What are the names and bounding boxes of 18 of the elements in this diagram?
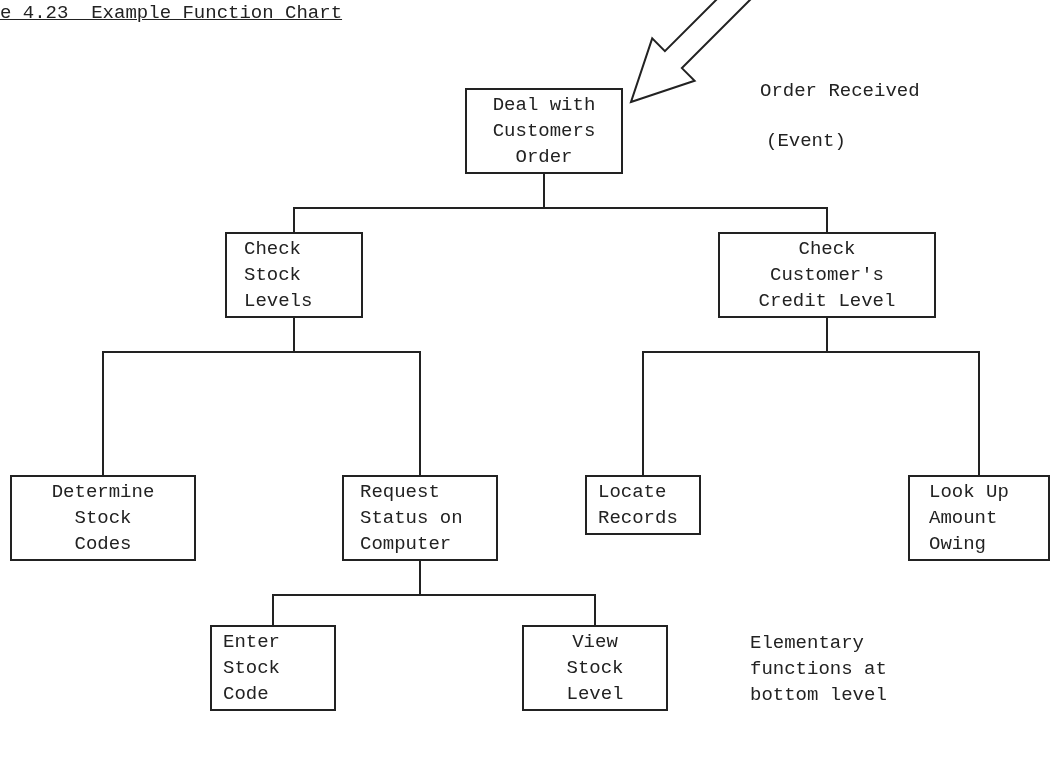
function-box: Enter Stock Code bbox=[210, 625, 336, 711]
function-box: Check Customer's Credit Level bbox=[718, 232, 936, 318]
annotation-text: Elementary functions at bottom level bbox=[750, 631, 888, 708]
function-box: Locate Records bbox=[585, 475, 701, 535]
connector-line bbox=[826, 317, 980, 476]
figure-title: e 4.23 Example Function Chart bbox=[0, 1, 343, 26]
function-box: Request Status on Computer bbox=[342, 475, 498, 561]
function-box: Check Stock Levels bbox=[225, 232, 363, 318]
block-arrow bbox=[629, 0, 754, 104]
annotation-text: (Event) bbox=[766, 129, 847, 154]
connector-line bbox=[419, 560, 596, 626]
connector-line bbox=[543, 173, 828, 233]
function-box: Determine Stock Codes bbox=[10, 475, 196, 561]
function-box: View Stock Level bbox=[522, 625, 668, 711]
function-box: Deal with Customers Order bbox=[465, 88, 623, 174]
connector-line bbox=[293, 317, 421, 476]
function-box: Look Up Amount Owing bbox=[908, 475, 1050, 561]
annotation-text: Order Received bbox=[760, 79, 921, 104]
